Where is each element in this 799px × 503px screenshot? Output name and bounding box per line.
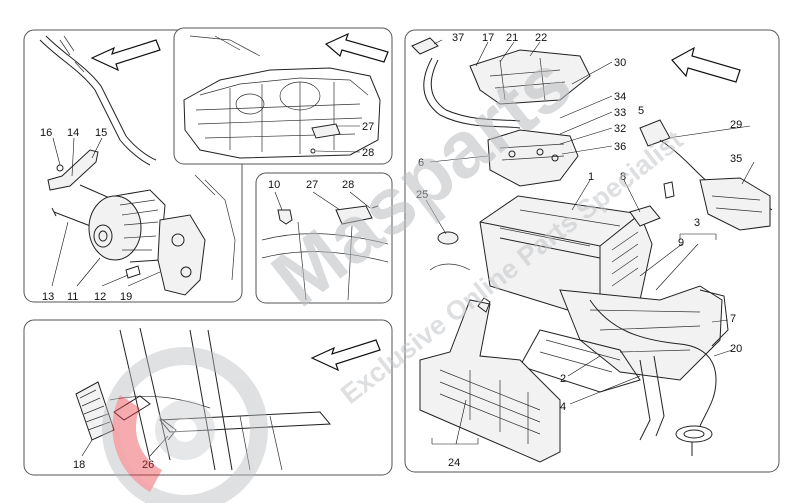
callout-15: 15	[95, 127, 107, 139]
callout-34: 34	[614, 91, 626, 103]
callout-3: 3	[694, 217, 700, 229]
pedal-panel: 18 26	[23, 319, 393, 476]
callout-29: 29	[730, 119, 742, 131]
direction-arrow-icon	[310, 339, 381, 372]
brake-disc-logo-icon	[102, 347, 268, 503]
callout-33: 33	[614, 107, 626, 119]
callout-27-mid: 27	[306, 179, 318, 191]
callout-5: 5	[638, 105, 644, 117]
callout-2: 2	[560, 373, 566, 385]
callout-25: 25	[416, 189, 428, 201]
callout-36: 36	[614, 141, 626, 153]
callout-19: 19	[120, 291, 132, 303]
callout-7: 7	[730, 313, 736, 325]
direction-arrow-icon	[90, 39, 161, 72]
battery-panel: 37 17 21 22 30 34 33 32 36 5 6 29 35 8 1…	[404, 29, 780, 473]
callout-32: 32	[614, 123, 626, 135]
direction-arrow-icon	[324, 32, 389, 63]
engine-bay-panel: 27 28	[173, 27, 393, 165]
sensor-detail-panel: 10 27 28	[255, 172, 393, 304]
callout-18: 18	[73, 459, 85, 471]
direction-arrow-icon	[671, 46, 741, 83]
callout-27-top: 27	[362, 121, 374, 133]
callout-22: 22	[535, 32, 547, 44]
callout-28-top: 28	[362, 147, 374, 159]
callout-20: 20	[730, 343, 742, 355]
callout-9: 9	[678, 237, 684, 249]
callout-17: 17	[482, 32, 494, 44]
callout-11: 11	[67, 291, 78, 303]
callout-35: 35	[730, 153, 742, 165]
callout-4: 4	[560, 401, 566, 413]
callout-24: 24	[448, 457, 460, 469]
callout-12: 12	[94, 291, 106, 303]
callout-1: 1	[588, 171, 594, 183]
callout-37: 37	[452, 32, 464, 44]
callout-13: 13	[42, 291, 54, 303]
callout-28-mid: 28	[342, 179, 354, 191]
callout-26: 26	[142, 459, 154, 471]
callout-8: 8	[620, 171, 626, 183]
callout-14: 14	[67, 127, 79, 139]
callout-6: 6	[418, 157, 424, 169]
callout-30: 30	[614, 57, 626, 69]
callout-10: 10	[268, 179, 280, 191]
callout-16: 16	[40, 127, 52, 139]
callout-21: 21	[506, 32, 518, 44]
